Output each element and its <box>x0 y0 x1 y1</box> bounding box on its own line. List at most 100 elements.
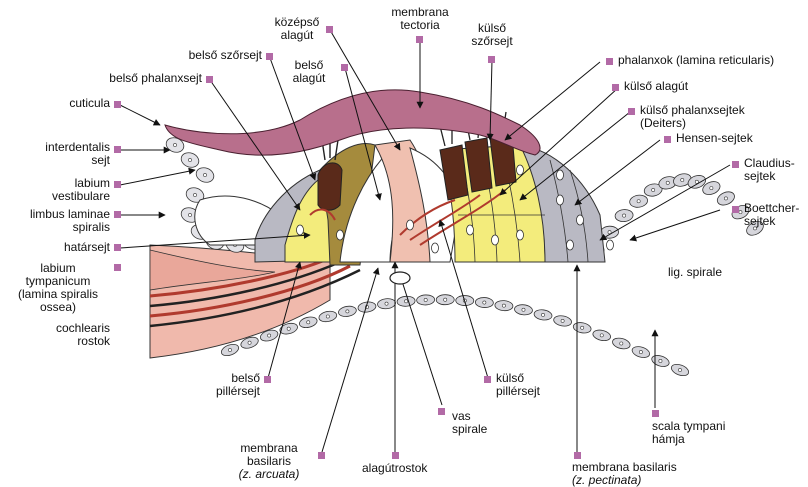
scala-tympani-epithelium <box>220 173 764 377</box>
cell-nucleus <box>502 303 506 308</box>
label-marker-square <box>732 161 739 168</box>
label-marker-square <box>664 136 671 143</box>
label-marker-square <box>652 410 659 417</box>
cell-nucleus <box>753 226 757 231</box>
organ-nucleus <box>606 239 614 251</box>
membrana-tectoria <box>164 89 541 156</box>
cell-nucleus <box>267 333 272 338</box>
cell-nucleus <box>709 186 714 190</box>
label-marker-square <box>341 64 348 71</box>
cell-nucleus <box>247 340 252 345</box>
labium-tympanicum-wedge <box>149 249 276 291</box>
organ-nucleus <box>556 169 564 181</box>
cell-nucleus <box>173 143 177 147</box>
label-marker-square <box>612 84 619 91</box>
cell-nucleus <box>680 178 685 182</box>
kulso-szorsejtek <box>439 111 517 201</box>
middle-tunnel <box>409 147 461 263</box>
vas-spirale-vessel <box>389 271 411 285</box>
organ-nucleus <box>406 219 414 231</box>
label-marker-square <box>416 36 423 43</box>
organ-nucleus <box>556 194 564 206</box>
label-kulso-alagut: külső alagút <box>624 79 689 93</box>
organ-nucleus <box>491 234 499 246</box>
label-marker-square <box>574 452 581 459</box>
cell-nucleus <box>228 348 232 352</box>
label-marker-square <box>114 211 121 218</box>
label-marker-square <box>484 376 491 383</box>
label-marker-square <box>206 76 213 83</box>
label-marker-square <box>114 264 121 271</box>
belso-szorsejt-cell <box>317 138 343 211</box>
label-marker-square <box>114 101 121 108</box>
label-marker-square <box>318 452 325 459</box>
label-marker-square <box>732 206 739 213</box>
label-marker-square <box>114 244 121 251</box>
label-marker-square <box>264 376 271 383</box>
cell-nucleus <box>636 199 641 204</box>
cell-nucleus <box>423 298 428 302</box>
cell-nucleus <box>619 341 624 346</box>
label-membrana-basilaris-arcuata: membrana basilaris (z. arcuata) <box>238 441 300 481</box>
organ-nucleus <box>336 229 344 241</box>
cell-nucleus <box>599 333 604 338</box>
organ-nucleus <box>466 224 474 236</box>
label-marker-square <box>488 56 495 63</box>
label-boettcher: Boettcher-sejtek <box>744 201 800 228</box>
cell-nucleus <box>541 312 545 317</box>
label-belso-szorsejt: belső szőrsejt <box>188 48 262 62</box>
label-hatarsejt: határsejt <box>63 240 110 254</box>
cell-nucleus <box>678 368 682 372</box>
label-kulso-phalanxsejtek: külső phalanxsejtek(Deiters) <box>640 103 745 130</box>
cell-nucleus <box>482 300 487 305</box>
label-marker-square <box>606 58 613 65</box>
organ-nucleus <box>296 224 304 236</box>
label-marker-square <box>628 108 635 115</box>
cell-nucleus <box>580 325 585 330</box>
cell-nucleus <box>560 319 565 323</box>
cell-nucleus <box>345 309 350 314</box>
cell-nucleus <box>203 173 207 177</box>
label-marker-square <box>392 452 399 459</box>
cell-nucleus <box>286 326 291 331</box>
cell-nucleus <box>694 179 699 184</box>
cell-nucleus <box>193 193 197 197</box>
cell-nucleus <box>665 180 670 185</box>
cell-nucleus <box>651 188 656 192</box>
label-hensen: Hensen-sejtek <box>676 131 753 145</box>
label-leader-lines <box>119 29 731 453</box>
cell-nucleus <box>638 350 643 354</box>
label-cuticula: cuticula <box>69 96 110 110</box>
label-membrana-basilaris-pectinata: membrana basilaris (z. pectinata) <box>572 460 677 487</box>
label-marker-square <box>114 181 121 188</box>
cell-nucleus <box>622 213 626 218</box>
organ-nucleus <box>516 164 524 176</box>
label-phalanxok: phalanxok (lamina reticularis) <box>618 53 775 67</box>
organ-nucleus <box>576 214 584 226</box>
label-marker-square <box>438 408 445 415</box>
cell-nucleus <box>188 158 192 162</box>
cell-nucleus <box>521 307 526 312</box>
cell-nucleus <box>738 210 743 215</box>
label-alagutrostok: alagútrostok <box>362 461 428 475</box>
cochlearis-fibres <box>149 256 361 328</box>
label-marker-square <box>266 53 273 60</box>
cell-nucleus <box>306 320 311 325</box>
label-lig-spirale: lig. spirale <box>668 265 723 279</box>
organ-nucleus <box>566 239 574 251</box>
cell-nuclei <box>296 164 614 254</box>
cell-nucleus <box>325 314 330 319</box>
